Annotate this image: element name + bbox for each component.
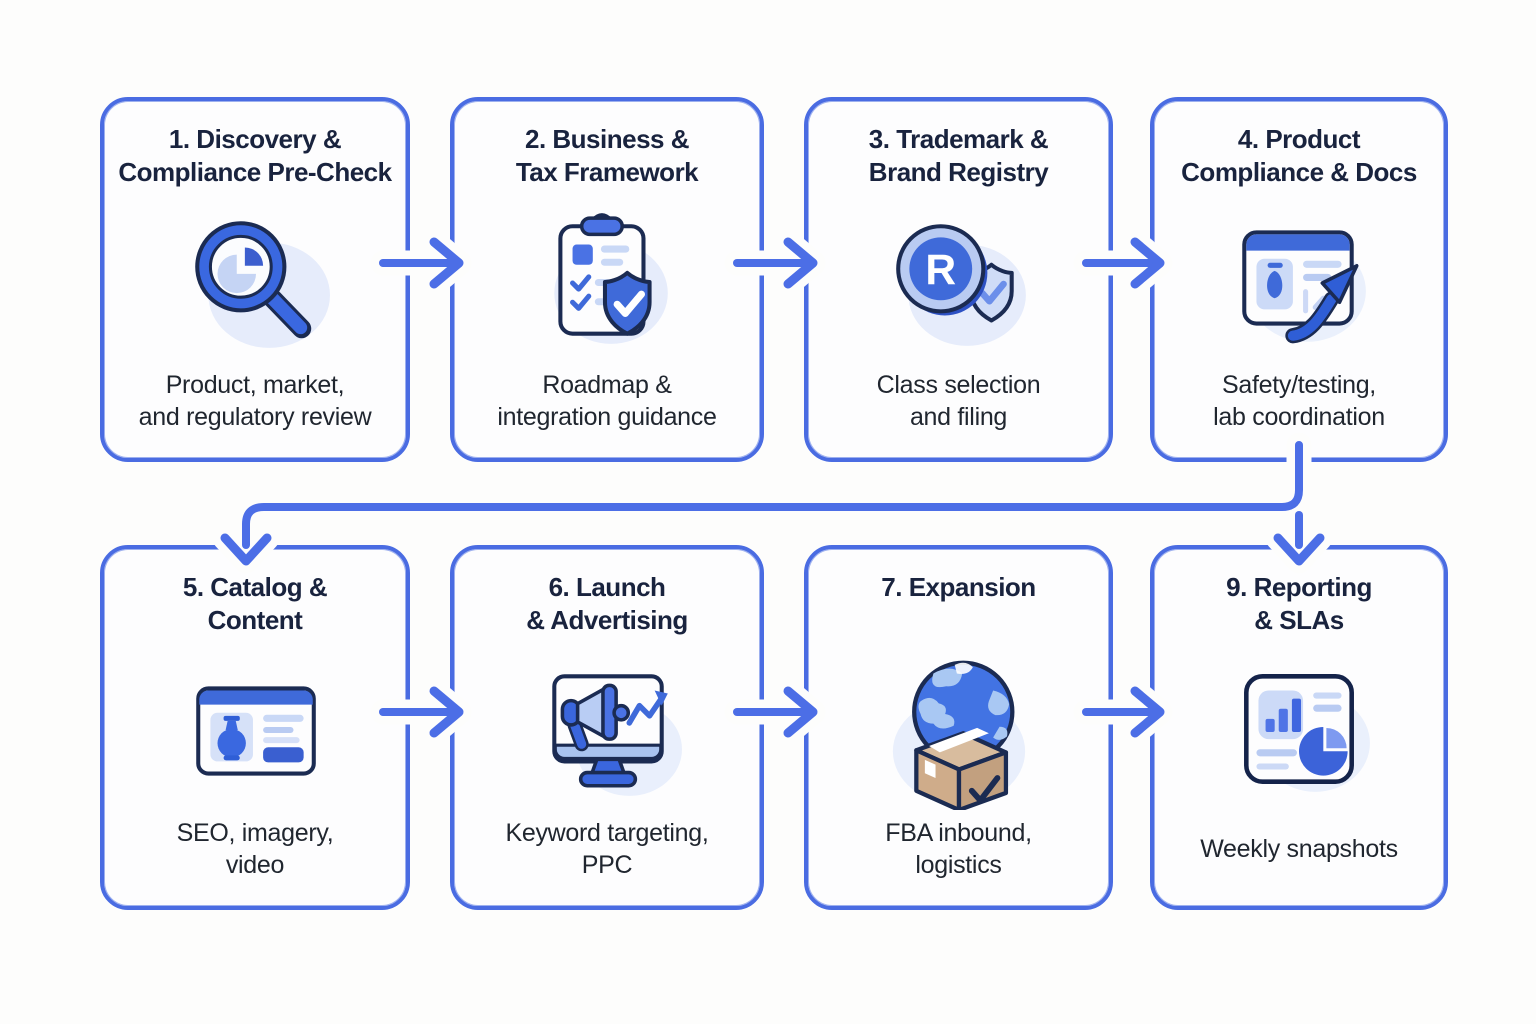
step-title: 7. Expansion [881, 571, 1036, 643]
step-subtitle: Class selection and filing [877, 368, 1041, 434]
step-title-line: 9. Reporting [1226, 572, 1372, 602]
step-title-line: & Advertising [526, 605, 688, 635]
step-title-line: 3. Trademark & [868, 124, 1049, 154]
step-box-2: 2. Business & Tax Framework Roadmap & [450, 97, 764, 462]
step-subtitle: SEO, imagery, video [177, 816, 334, 882]
step-title-line: & SLAs [1254, 605, 1344, 635]
step-subtitle-line: SEO, imagery, [176, 819, 334, 847]
step-subtitle-line: PPC [581, 851, 633, 879]
step-box-5: 5. Catalog & Content SEO, imagery, video [100, 545, 410, 910]
step-subtitle-line: and filing [909, 403, 1008, 431]
svg-text:R: R [925, 246, 956, 294]
step-title-line: Content [207, 605, 303, 635]
step-title: 6. Launch & Advertising [526, 571, 688, 643]
step-title-line: 7. Expansion [881, 572, 1036, 602]
step-subtitle-line: lab coordination [1213, 403, 1385, 431]
step-box-3: 3. Trademark & Brand Registry R Class se… [804, 97, 1113, 462]
step-box-6: 6. Launch & Advertising Keyword targe [450, 545, 764, 910]
step-subtitle-line: Keyword targeting, [505, 819, 709, 847]
step-title-line: 2. Business & [524, 124, 690, 154]
step-title-line: 5. Catalog & [182, 572, 328, 602]
step-subtitle: Product, market, and regulatory review [139, 368, 372, 434]
step-title: 4. Product Compliance & Docs [1181, 123, 1417, 195]
step-subtitle-line: and regulatory review [138, 403, 372, 431]
step-subtitle: FBA inbound, logistics [885, 816, 1032, 882]
arrow-4-to-5 [220, 441, 1303, 566]
step-box-7: 7. Expansion FBA inbound, logi [804, 545, 1113, 910]
step-box-4: 4. Product Compliance & Docs Safety/t [1150, 97, 1448, 462]
step-subtitle-line: FBA inbound, [885, 819, 1032, 847]
step-title: 2. Business & Tax Framework [515, 123, 699, 195]
step-title: 1. Discovery & Compliance Pre-Check [118, 123, 392, 195]
step-subtitle-line: Weekly snapshots [1200, 835, 1398, 863]
step-box-1: 1. Discovery & Compliance Pre-Check Prod… [100, 97, 410, 462]
step-title-line: 1. Discovery & [168, 124, 342, 154]
monitor-megaphone-icon [466, 643, 748, 816]
product-listing-card-icon [116, 643, 394, 816]
document-trend-arrow-icon [1166, 195, 1432, 368]
step-subtitle: Roadmap & integration guidance [497, 368, 716, 434]
step-title: 5. Catalog & Content [182, 571, 328, 643]
globe-shipping-box-icon [820, 643, 1097, 816]
step-subtitle-line: Product, market, [165, 371, 345, 399]
step-title-line: Brand Registry [868, 157, 1049, 187]
registered-badge-shield-icon: R [820, 195, 1097, 368]
step-subtitle-line: video [225, 851, 285, 879]
clipboard-checklist-shield-icon [466, 195, 748, 368]
step-subtitle-line: Roadmap & [542, 371, 672, 399]
step-box-9: 9. Reporting & SLAs Weekly snapshots [1150, 545, 1448, 910]
magnifier-pie-chart-icon [116, 195, 394, 368]
step-subtitle-line: Safety/testing, [1222, 371, 1376, 399]
step-title-line: Compliance Pre-Check [118, 157, 392, 187]
step-subtitle-line: integration guidance [497, 403, 717, 431]
step-title: 3. Trademark & Brand Registry [868, 123, 1049, 195]
step-title-line: Compliance & Docs [1181, 157, 1417, 187]
step-subtitle: Weekly snapshots [1200, 816, 1398, 882]
step-subtitle-line: logistics [915, 851, 1002, 879]
step-title-line: 6. Launch [548, 572, 666, 602]
step-subtitle: Safety/testing, lab coordination [1213, 368, 1385, 434]
report-charts-card-icon [1166, 643, 1432, 816]
step-subtitle: Keyword targeting, PPC [505, 816, 708, 882]
step-subtitle-line: Class selection [876, 371, 1041, 399]
step-title-line: 4. Product [1237, 124, 1361, 154]
step-title: 9. Reporting & SLAs [1226, 571, 1372, 643]
step-title-line: Tax Framework [515, 157, 699, 187]
